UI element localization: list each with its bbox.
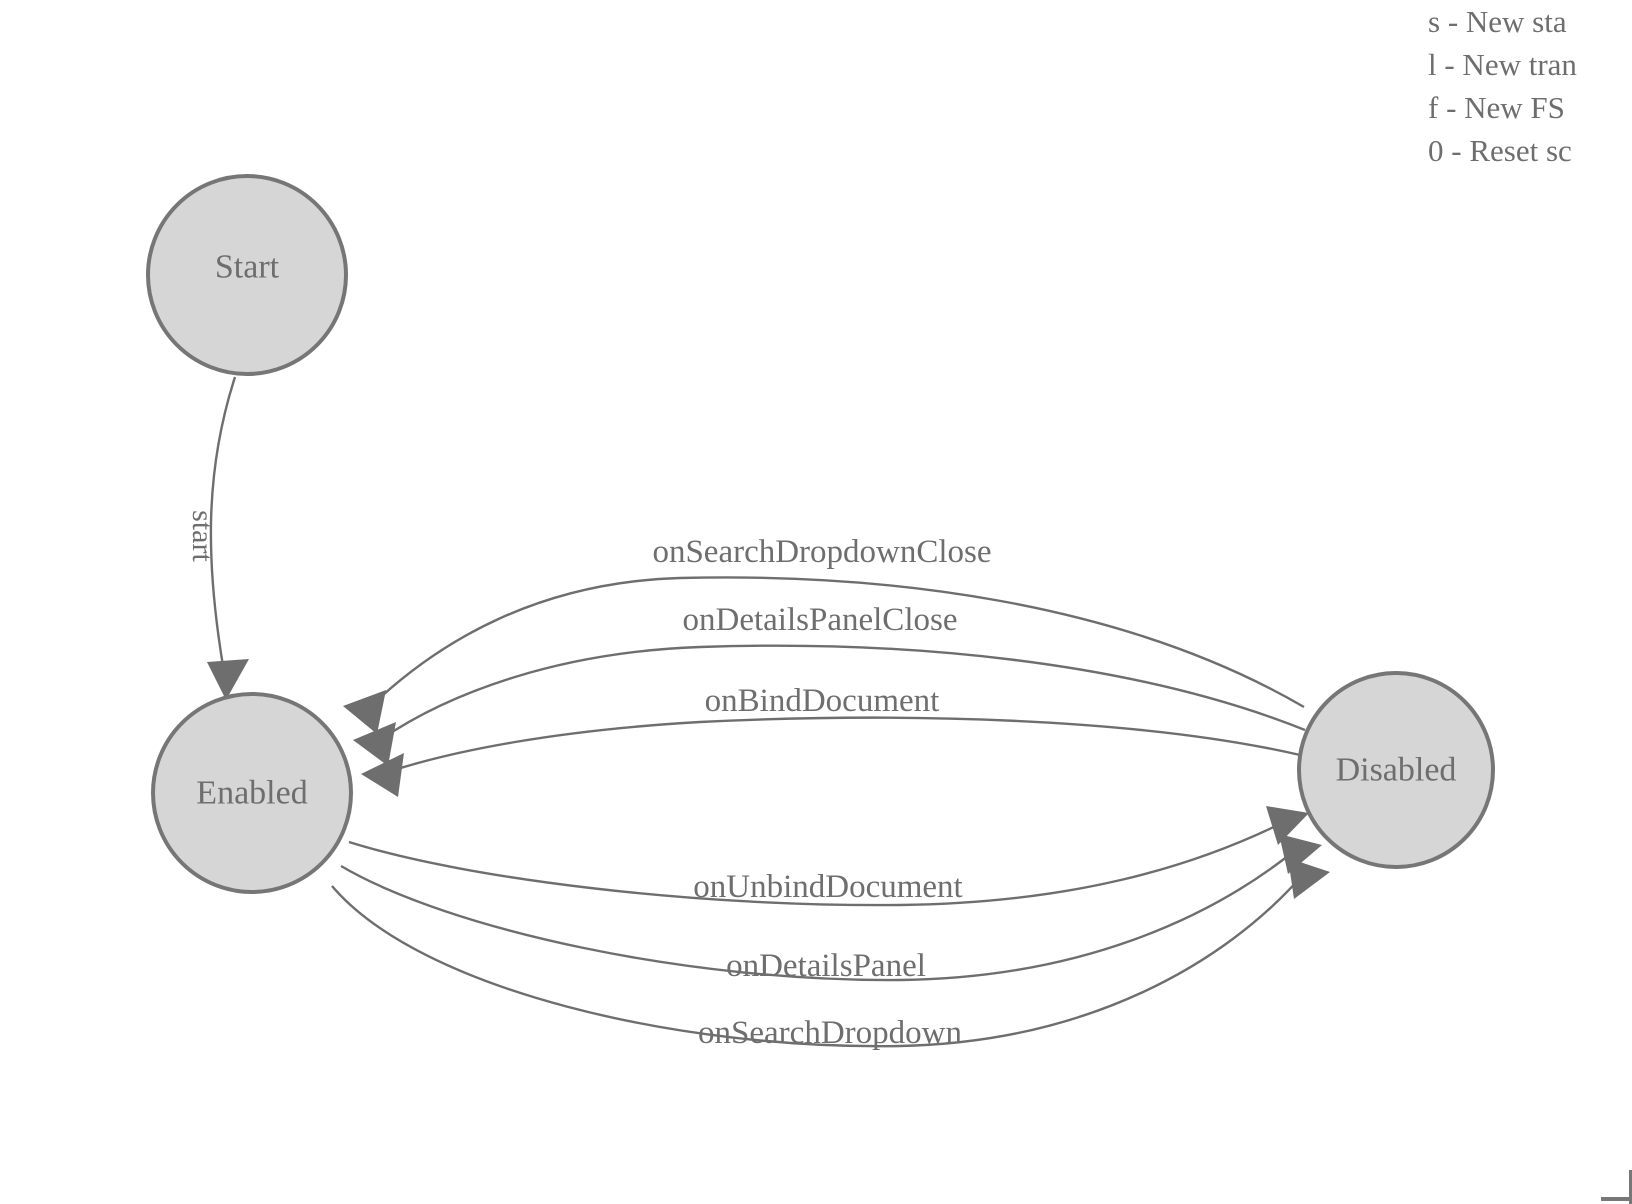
legend-item-new-fsm: f - New FS bbox=[1428, 90, 1565, 125]
edge-enabled-to-disabled-ondetailspanel[interactable]: onDetailsPanel bbox=[340, 834, 1322, 984]
node-disabled[interactable]: Disabled bbox=[1297, 671, 1495, 869]
legend-item-new-transition: l - New tran bbox=[1428, 47, 1577, 82]
edge-label-onbinddocument: onBindDocument bbox=[705, 683, 940, 719]
edge-path-ondetailspanel bbox=[340, 851, 1294, 982]
node-start-circle[interactable] bbox=[146, 174, 348, 376]
edge-enabled-to-disabled-onsearchdropdown[interactable]: onSearchDropdown bbox=[331, 858, 1330, 1051]
node-start-label: Start bbox=[215, 249, 280, 286]
legend-item-new-state: s - New sta bbox=[1428, 4, 1567, 39]
legend-panel: s - New sta l - New tran f - New FS 0 - … bbox=[1428, 0, 1632, 172]
edge-path-onunbinddocument bbox=[348, 821, 1283, 907]
edge-label-onsearchdropdown: onSearchDropdown bbox=[698, 1015, 962, 1051]
edge-enabled-to-disabled-onunbinddocument[interactable]: onUnbindDocument bbox=[348, 806, 1309, 907]
node-enabled[interactable]: Enabled bbox=[151, 692, 353, 894]
edge-disabled-to-enabled-onsearchdropdownclose[interactable]: onSearchDropdownClose bbox=[343, 534, 1305, 734]
edge-start-to-enabled[interactable]: start bbox=[186, 376, 249, 700]
panel-corner-vertical-rule bbox=[1629, 1170, 1632, 1204]
arrowhead-onbinddocument bbox=[361, 753, 404, 797]
edge-label-onsearchdropdownclose: onSearchDropdownClose bbox=[652, 534, 991, 570]
edge-label-ondetailspanel: onDetailsPanel bbox=[726, 948, 926, 984]
edge-label-onunbinddocument: onUnbindDocument bbox=[693, 869, 962, 905]
edge-label-start: start bbox=[186, 510, 219, 562]
arrowhead-onsearchdropdownclose bbox=[343, 690, 386, 734]
edge-path-ondetailspanelclose bbox=[379, 644, 1306, 741]
legend-item-reset: 0 - Reset sc bbox=[1428, 133, 1572, 168]
edge-path-start bbox=[209, 376, 237, 673]
arrowhead-onunbinddocument bbox=[1266, 806, 1309, 845]
node-enabled-label: Enabled bbox=[196, 775, 307, 812]
node-start[interactable]: Start bbox=[146, 174, 348, 376]
node-disabled-label: Disabled bbox=[1336, 752, 1457, 789]
arrowhead-ondetailspanelclose bbox=[353, 722, 396, 766]
edge-disabled-to-enabled-onbinddocument[interactable]: onBindDocument bbox=[361, 683, 1301, 797]
edge-label-ondetailspanelclose: onDetailsPanelClose bbox=[683, 602, 958, 638]
panel-corner-horizontal-rule bbox=[1601, 1197, 1632, 1201]
edge-path-onsearchdropdown bbox=[331, 877, 1301, 1048]
edge-path-onbinddocument bbox=[387, 716, 1301, 774]
edge-disabled-to-enabled-ondetailspanelclose[interactable]: onDetailsPanelClose bbox=[353, 602, 1306, 766]
arrowhead-start bbox=[207, 659, 249, 700]
node-enabled-circle[interactable] bbox=[151, 692, 353, 894]
arrowhead-onsearchdropdown bbox=[1288, 858, 1330, 899]
node-disabled-circle[interactable] bbox=[1297, 671, 1495, 869]
edge-path-onsearchdropdownclose bbox=[369, 576, 1305, 709]
